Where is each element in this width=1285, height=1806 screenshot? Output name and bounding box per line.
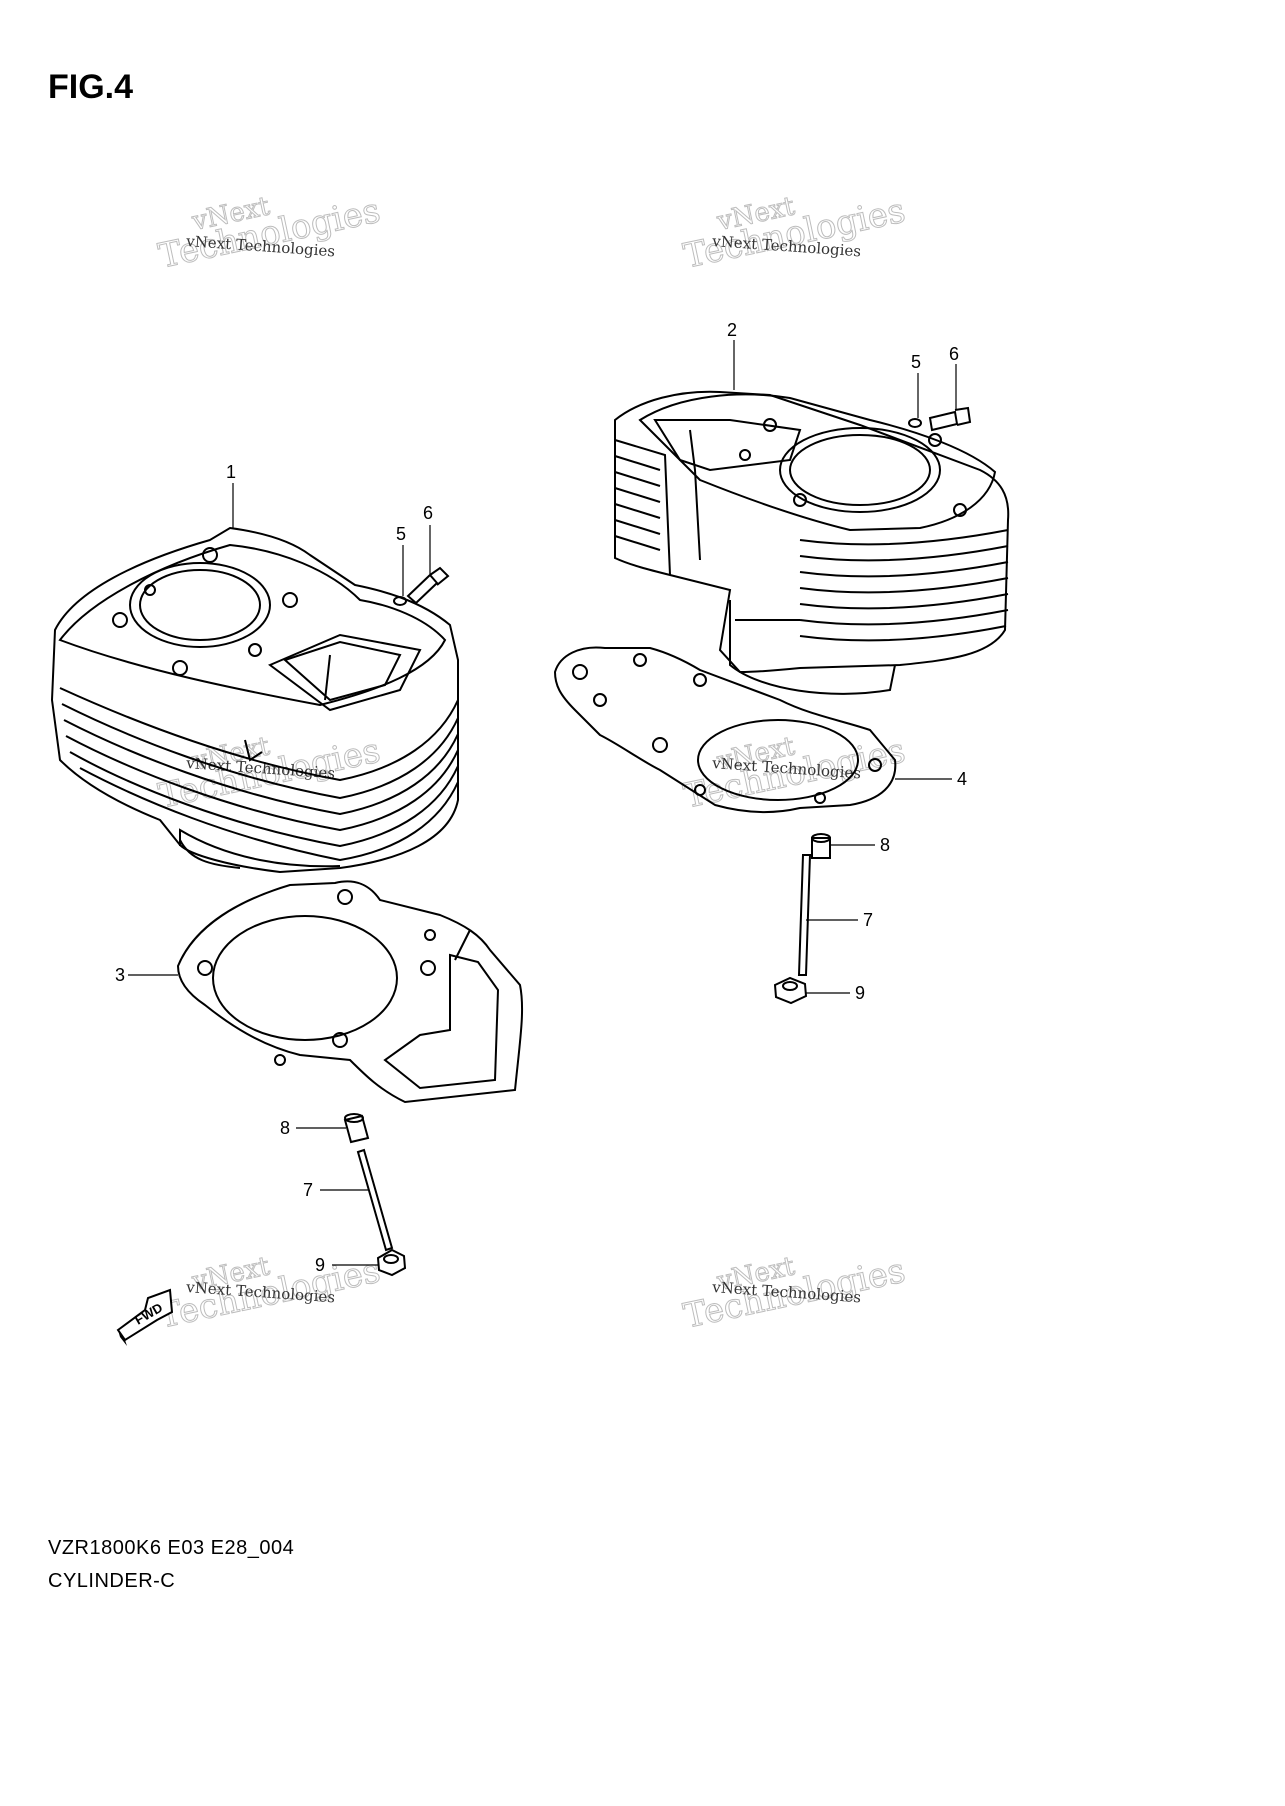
callout-2: 2: [727, 320, 737, 340]
watermark-top-right: vNext Technologies: [680, 190, 909, 277]
callout-8-front: 8: [280, 1118, 290, 1138]
callouts: 1 2 3 4 5 5 6 6 7 7 8 8 9 9: [115, 320, 967, 1275]
part-5-washer-rear: [908, 418, 922, 428]
callout-4: 4: [957, 769, 967, 789]
callout-1: 1: [226, 462, 236, 482]
part-8-dowel-front: [343, 1113, 370, 1144]
watermark-top-left: vNext Technologies: [155, 190, 384, 277]
part-6-bolt-rear: [928, 406, 972, 432]
callout-9-rear: 9: [855, 983, 865, 1003]
part-3-front-gasket: [176, 880, 524, 1104]
callout-5-rear: 5: [911, 352, 921, 372]
callout-7-rear: 7: [863, 910, 873, 930]
part-4-rear-gasket: [553, 646, 897, 813]
part-9-nut-rear: [773, 976, 808, 1005]
callout-9-front: 9: [315, 1255, 325, 1275]
callout-8-rear: 8: [880, 835, 890, 855]
figure-title: FIG.4: [48, 68, 134, 106]
part-6-bolt-front: [406, 566, 450, 605]
callout-3: 3: [115, 965, 125, 985]
callout-5-front: 5: [396, 524, 406, 544]
part-1-front-cylinder: [50, 526, 459, 874]
part-9-nut-front: [376, 1248, 407, 1277]
part-8-dowel-rear: [811, 833, 831, 859]
callout-6-rear: 6: [949, 344, 959, 364]
part-7-stud-front: [356, 1148, 394, 1252]
part-5-washer-front: [393, 596, 407, 606]
watermark-group: vNext Technologies vNext Technologies vN…: [155, 190, 909, 1337]
callout-7-front: 7: [303, 1180, 313, 1200]
figure-code: VZR1800K6 E03 E28_004: [48, 1537, 295, 1559]
part-2-rear-cylinder: [614, 390, 1010, 695]
callout-6-front: 6: [423, 503, 433, 523]
figure-name: CYLINDER-C: [48, 1570, 176, 1592]
part-7-stud-rear: [797, 854, 812, 976]
